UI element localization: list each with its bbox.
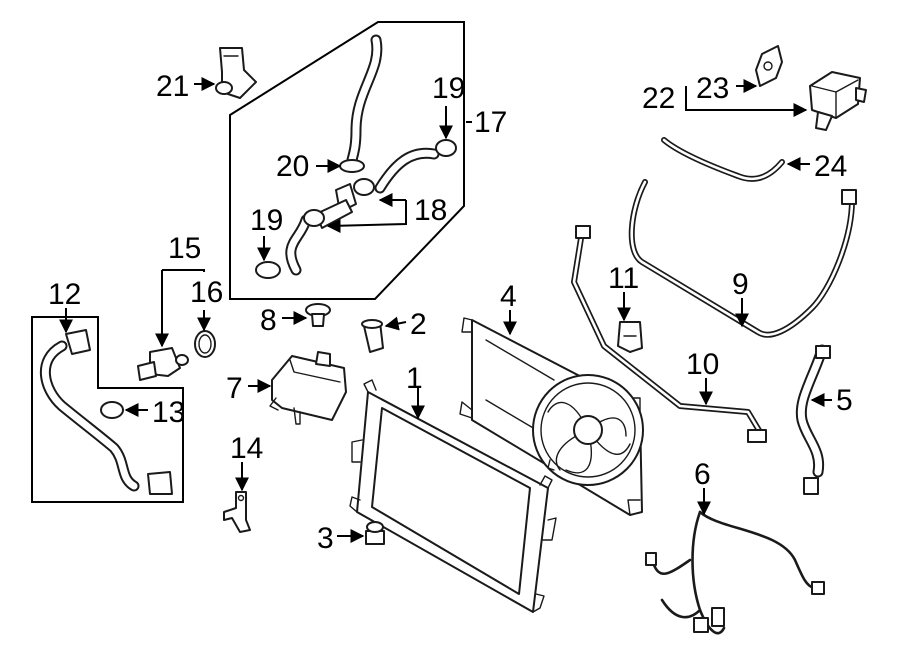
callout-10: 10 xyxy=(686,348,719,381)
hose-5 xyxy=(795,344,831,495)
bracket-14 xyxy=(223,491,251,533)
hose-24 xyxy=(661,137,785,182)
hose-17-upper xyxy=(346,34,383,166)
coolant-reservoir xyxy=(269,351,347,425)
callout-18: 18 xyxy=(414,194,447,227)
outlet-21 xyxy=(215,47,257,99)
part-3-drain-plug xyxy=(365,521,385,545)
clamp-19-lower xyxy=(255,261,281,279)
oring-16 xyxy=(194,330,216,358)
callout-4: 4 xyxy=(500,280,517,313)
callout-20: 20 xyxy=(276,150,309,183)
callout-5: 5 xyxy=(836,384,853,417)
callout-21: 21 xyxy=(156,70,189,103)
wire-harness xyxy=(645,510,825,635)
callout-23: 23 xyxy=(696,72,729,105)
callout-24: 24 xyxy=(814,150,847,183)
housing-15 xyxy=(137,347,189,381)
group-box-17 xyxy=(229,21,465,300)
clamp-19-upper xyxy=(435,139,457,157)
tube-10 xyxy=(571,225,767,443)
group-box-12 xyxy=(31,316,184,503)
clamp-13 xyxy=(100,401,124,419)
clamp-20 xyxy=(339,159,365,173)
callout-16: 16 xyxy=(190,276,223,309)
callout-6: 6 xyxy=(694,458,711,491)
callout-12: 12 xyxy=(48,278,81,311)
callout-1: 1 xyxy=(406,362,423,395)
clamp-18 xyxy=(303,178,375,227)
callout-19-upper: 19 xyxy=(432,72,465,105)
connector-18 xyxy=(315,183,357,229)
callout-9: 9 xyxy=(732,268,749,301)
callout-14: 14 xyxy=(230,432,263,465)
callout-22: 22 xyxy=(642,82,675,115)
clip-11 xyxy=(617,321,643,353)
callout-15: 15 xyxy=(168,232,201,265)
reservoir-cap xyxy=(305,303,331,327)
callout-2: 2 xyxy=(410,308,427,341)
hose-17-lower xyxy=(285,214,312,276)
callout-17: 17 xyxy=(474,106,507,139)
radiator xyxy=(349,379,557,613)
hose-17-right xyxy=(374,147,440,194)
hose-12 xyxy=(40,329,173,495)
gasket-23 xyxy=(755,45,783,87)
fan-assembly xyxy=(459,317,644,516)
part-2-plug xyxy=(361,319,384,353)
tube-9 xyxy=(628,179,857,338)
callout-19-lower: 19 xyxy=(250,204,283,237)
callout-13: 13 xyxy=(152,396,185,429)
callout-11: 11 xyxy=(608,262,639,295)
callout-labels: 1 2 3 4 5 6 7 8 9 10 11 12 13 14 15 16 1… xyxy=(48,70,853,555)
callout-3: 3 xyxy=(317,522,334,555)
callout-8: 8 xyxy=(260,304,277,337)
callout-7: 7 xyxy=(226,372,243,405)
valve-22 xyxy=(809,71,867,131)
leader-lines xyxy=(59,77,832,543)
